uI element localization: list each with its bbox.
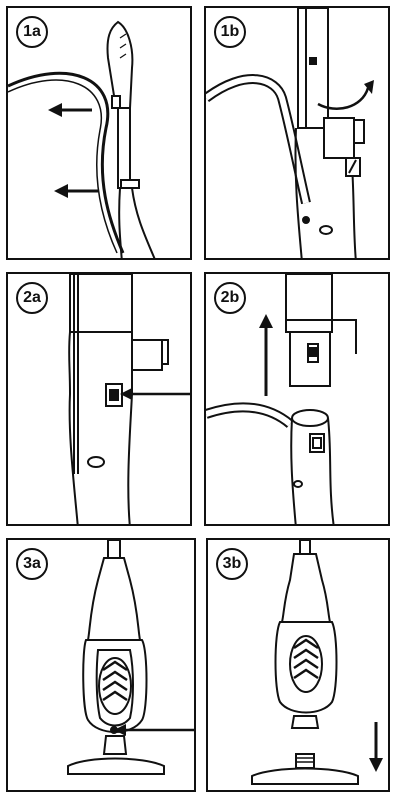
panel-1a: 1a	[6, 6, 192, 260]
step-label-2b: 2b	[214, 282, 246, 314]
panel-3a: 3a	[6, 538, 196, 792]
step-label-1b: 1b	[214, 16, 246, 48]
step-label-2a: 2a	[16, 282, 48, 314]
panel-2b: 2b	[204, 272, 390, 526]
panel-1b: 1b	[204, 6, 390, 260]
step-label-3a: 3a	[16, 548, 48, 580]
step-label-1a: 1a	[16, 16, 48, 48]
step-label-3b: 3b	[216, 548, 248, 580]
panel-2a: 2a	[6, 272, 192, 526]
panel-3b: 3b	[206, 538, 390, 792]
